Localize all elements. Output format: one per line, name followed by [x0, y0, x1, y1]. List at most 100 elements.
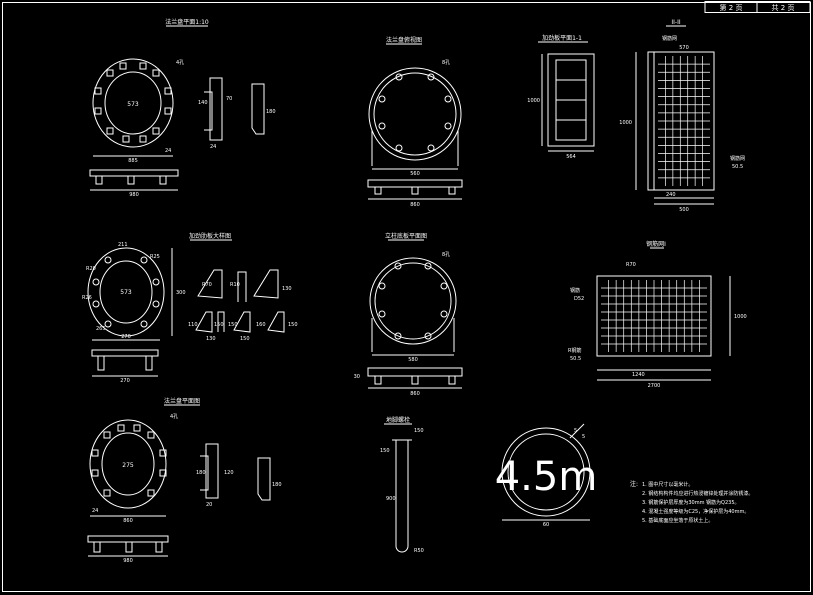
svg-text:130: 130 [282, 286, 292, 292]
svg-text:R钢筋: R钢筋 [568, 347, 581, 354]
title-block: 第 2 页 共 2 页 [704, 1, 811, 13]
svg-text:150: 150 [288, 322, 298, 328]
svg-text:211: 211 [118, 242, 128, 248]
svg-text:8孔: 8孔 [442, 251, 450, 258]
svg-text:R26: R26 [82, 295, 92, 301]
view-title: 法兰盘平面1:10 [165, 18, 209, 26]
svg-text:270: 270 [121, 334, 131, 340]
view-flange-top-2: 法兰盘俯视图 8孔 560 860 [367, 36, 463, 208]
svg-text:980: 980 [123, 558, 133, 564]
svg-text:150: 150 [214, 322, 224, 328]
svg-text:570: 570 [679, 45, 689, 51]
svg-text:560: 560 [410, 171, 420, 177]
notes-block: 注: 1. 图中尺寸以毫米计。 2. 钢结构构件均应进行热浸镀锌处理并涂防锈漆。… [630, 480, 753, 524]
svg-text:24: 24 [165, 148, 171, 154]
svg-text:150: 150 [240, 336, 250, 342]
svg-text:24: 24 [92, 508, 98, 514]
svg-text:60: 60 [543, 522, 549, 528]
svg-text:4孔: 4孔 [176, 59, 184, 66]
view-column-base: 立柱底板平面图 8孔 580 30 860 [354, 232, 463, 397]
svg-text:加劲板平面1-1: 加劲板平面1-1 [542, 34, 582, 42]
page-number-label: 第 2 页 [720, 3, 743, 12]
svg-text:860: 860 [123, 518, 133, 524]
note-line: 4. 混凝土强度等级为C25，净保护层为40mm。 [642, 508, 749, 515]
note-line: 3. 钢筋保护层厚度为30mm 钢筋为Q235。 [642, 499, 740, 506]
svg-text:1000: 1000 [527, 98, 540, 104]
svg-text:8孔: 8孔 [442, 59, 450, 66]
svg-text:R50: R50 [414, 548, 424, 554]
svg-text:R70: R70 [626, 262, 636, 268]
svg-text:R10: R10 [230, 282, 240, 288]
view-flange-plan-1: 法兰盘平面1:10 573 4孔 885 24 980 140 70 [89, 18, 276, 198]
svg-text:钢筋网: 钢筋网 [662, 35, 677, 42]
sign-text: 4.5m [495, 454, 598, 500]
svg-text:钢筋: 钢筋 [570, 287, 580, 294]
svg-text:20: 20 [206, 502, 212, 508]
svg-text:5: 5 [574, 428, 577, 434]
svg-text:钢筋网I: 钢筋网I [646, 240, 666, 248]
svg-text:R20: R20 [86, 266, 96, 272]
svg-text:860: 860 [410, 391, 420, 397]
svg-text:R25: R25 [150, 254, 160, 260]
svg-text:180: 180 [196, 470, 206, 476]
svg-text:564: 564 [566, 154, 576, 160]
svg-text:4孔: 4孔 [170, 413, 178, 420]
rebar-grid [601, 280, 707, 352]
svg-text:180: 180 [272, 482, 282, 488]
svg-text:D52: D52 [574, 296, 584, 302]
view-flange-plan-3: 法兰盘平面图 275 4孔 24 860 980 180 120 20 180 [87, 397, 282, 564]
svg-text:50.5: 50.5 [570, 356, 581, 362]
view-rebar-mesh: 钢筋网I R70 钢筋 D52 R钢筋 50.5 1000 1240 2700 [568, 240, 747, 389]
svg-text:2700: 2700 [648, 383, 661, 389]
svg-text:980: 980 [129, 192, 139, 198]
svg-text:265: 265 [96, 326, 106, 332]
flange-holes [94, 62, 172, 143]
view-rib-detail: 加劲肋板大样图 211 R25 R20 R26 573 300 265 270 … [82, 232, 298, 384]
svg-text:地脚螺栓: 地脚螺栓 [386, 416, 410, 424]
note-line: 2. 钢结构构件均应进行热浸镀锌处理并涂防锈漆。 [642, 490, 753, 497]
svg-text:150: 150 [414, 428, 424, 434]
svg-text:钢筋网: 钢筋网 [730, 155, 745, 162]
svg-text:50.5: 50.5 [732, 164, 743, 170]
svg-text:300: 300 [176, 290, 186, 296]
svg-text:275: 275 [122, 462, 134, 469]
svg-text:110: 110 [188, 322, 198, 328]
svg-text:30: 30 [354, 374, 360, 380]
note-line: 1. 图中尺寸以毫米计。 [642, 481, 693, 488]
svg-text:580: 580 [408, 357, 418, 363]
svg-text:法兰盘平面图: 法兰盘平面图 [164, 397, 200, 405]
svg-text:加劲肋板大样图: 加劲肋板大样图 [189, 232, 231, 240]
svg-text:120: 120 [224, 470, 234, 476]
svg-text:130: 130 [206, 336, 216, 342]
svg-text:140: 140 [198, 100, 208, 106]
svg-text:150: 150 [380, 448, 390, 454]
svg-text:5: 5 [582, 434, 585, 440]
view-section-2-2: II-II 钢筋网 570 1000 钢筋网 50.5 240 500 [619, 19, 745, 213]
svg-text:160: 160 [256, 322, 266, 328]
svg-text:240: 240 [666, 192, 676, 198]
total-pages-label: 共 2 页 [772, 3, 795, 12]
svg-text:270: 270 [120, 378, 130, 384]
view-height-limit-sign: 4.5m 5 5 60 [495, 423, 598, 528]
svg-text:573: 573 [120, 289, 132, 296]
svg-text:1240: 1240 [632, 372, 645, 378]
svg-text:R70: R70 [202, 282, 212, 288]
svg-text:180: 180 [266, 109, 276, 115]
note-line: 5. 基础底面应坐落于原状土上。 [642, 517, 713, 524]
svg-text:立柱底板平面图: 立柱底板平面图 [385, 232, 427, 240]
svg-text:900: 900 [386, 496, 396, 502]
svg-text:法兰盘俯视图: 法兰盘俯视图 [386, 36, 422, 44]
svg-text:70: 70 [226, 96, 232, 102]
notes-prefix: 注: [630, 480, 638, 488]
svg-text:885: 885 [128, 158, 138, 164]
svg-text:573: 573 [127, 101, 139, 108]
view-stiffener-plate: 加劲板平面1-1 1000 564 [527, 34, 595, 160]
svg-text:1000: 1000 [734, 314, 747, 320]
svg-text:150: 150 [228, 322, 238, 328]
view-anchor-bolt: 地脚螺栓 150 150 900 R50 [380, 416, 424, 554]
svg-text:II-II: II-II [671, 19, 680, 26]
bolt-holes [378, 73, 452, 152]
svg-text:860: 860 [410, 202, 420, 208]
